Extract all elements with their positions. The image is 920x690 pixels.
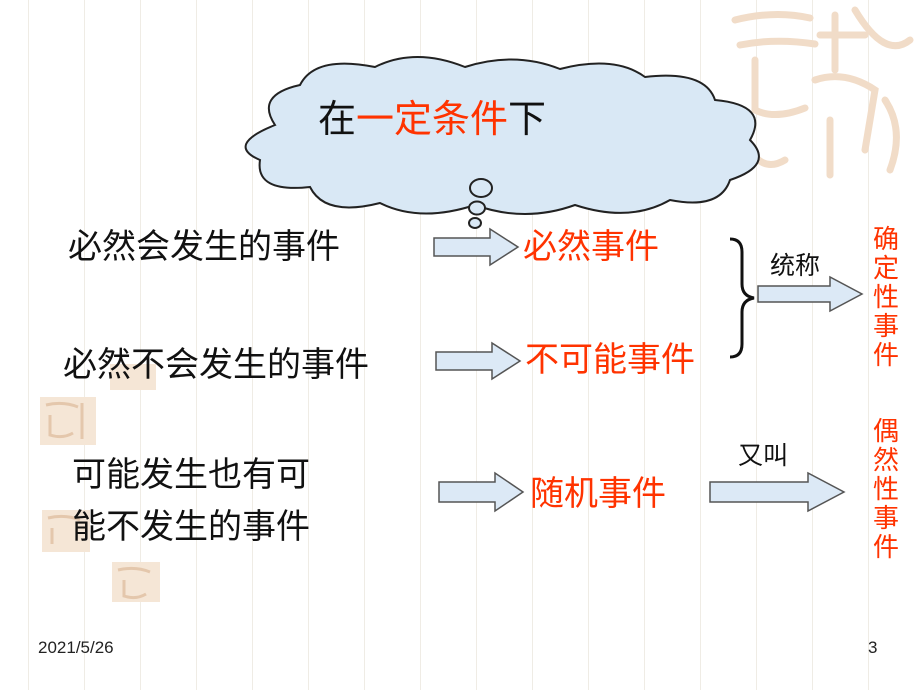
seal-watermark-small <box>40 397 96 445</box>
footer-date: 2021/5/26 <box>38 638 114 657</box>
right-arrow <box>433 227 520 267</box>
category-random: 偶然性事件 <box>872 417 899 563</box>
row3-description-line2: 能不发生的事件 <box>72 507 310 547</box>
row2-result: 不可能事件 <box>525 340 695 380</box>
row2-description: 必然不会发生的事件 <box>63 345 369 385</box>
page-number: 3 <box>868 638 878 657</box>
right-arrow <box>757 275 864 313</box>
group-label: 统称 <box>770 251 821 280</box>
right-arrow <box>435 341 522 381</box>
category-deterministic: 确定性事件 <box>872 225 899 371</box>
row3-result: 随机事件 <box>530 474 666 514</box>
title-prefix: 在 <box>318 97 357 141</box>
row1-result: 必然事件 <box>523 227 659 267</box>
slide-title: 在一定条件下 <box>318 100 546 138</box>
row1-description: 必然会发生的事件 <box>68 227 340 267</box>
also-label: 又叫 <box>738 441 789 470</box>
right-arrow <box>438 471 525 513</box>
title-highlight: 一定条件 <box>356 97 509 141</box>
row3-description-line1: 可能发生也有可 <box>72 455 310 495</box>
curly-brace <box>729 237 755 359</box>
cloud-shape <box>244 56 760 229</box>
title-suffix: 下 <box>508 97 547 141</box>
seal-watermark-small <box>112 562 160 602</box>
right-arrow <box>709 471 846 513</box>
seal-watermark-large <box>731 6 914 179</box>
